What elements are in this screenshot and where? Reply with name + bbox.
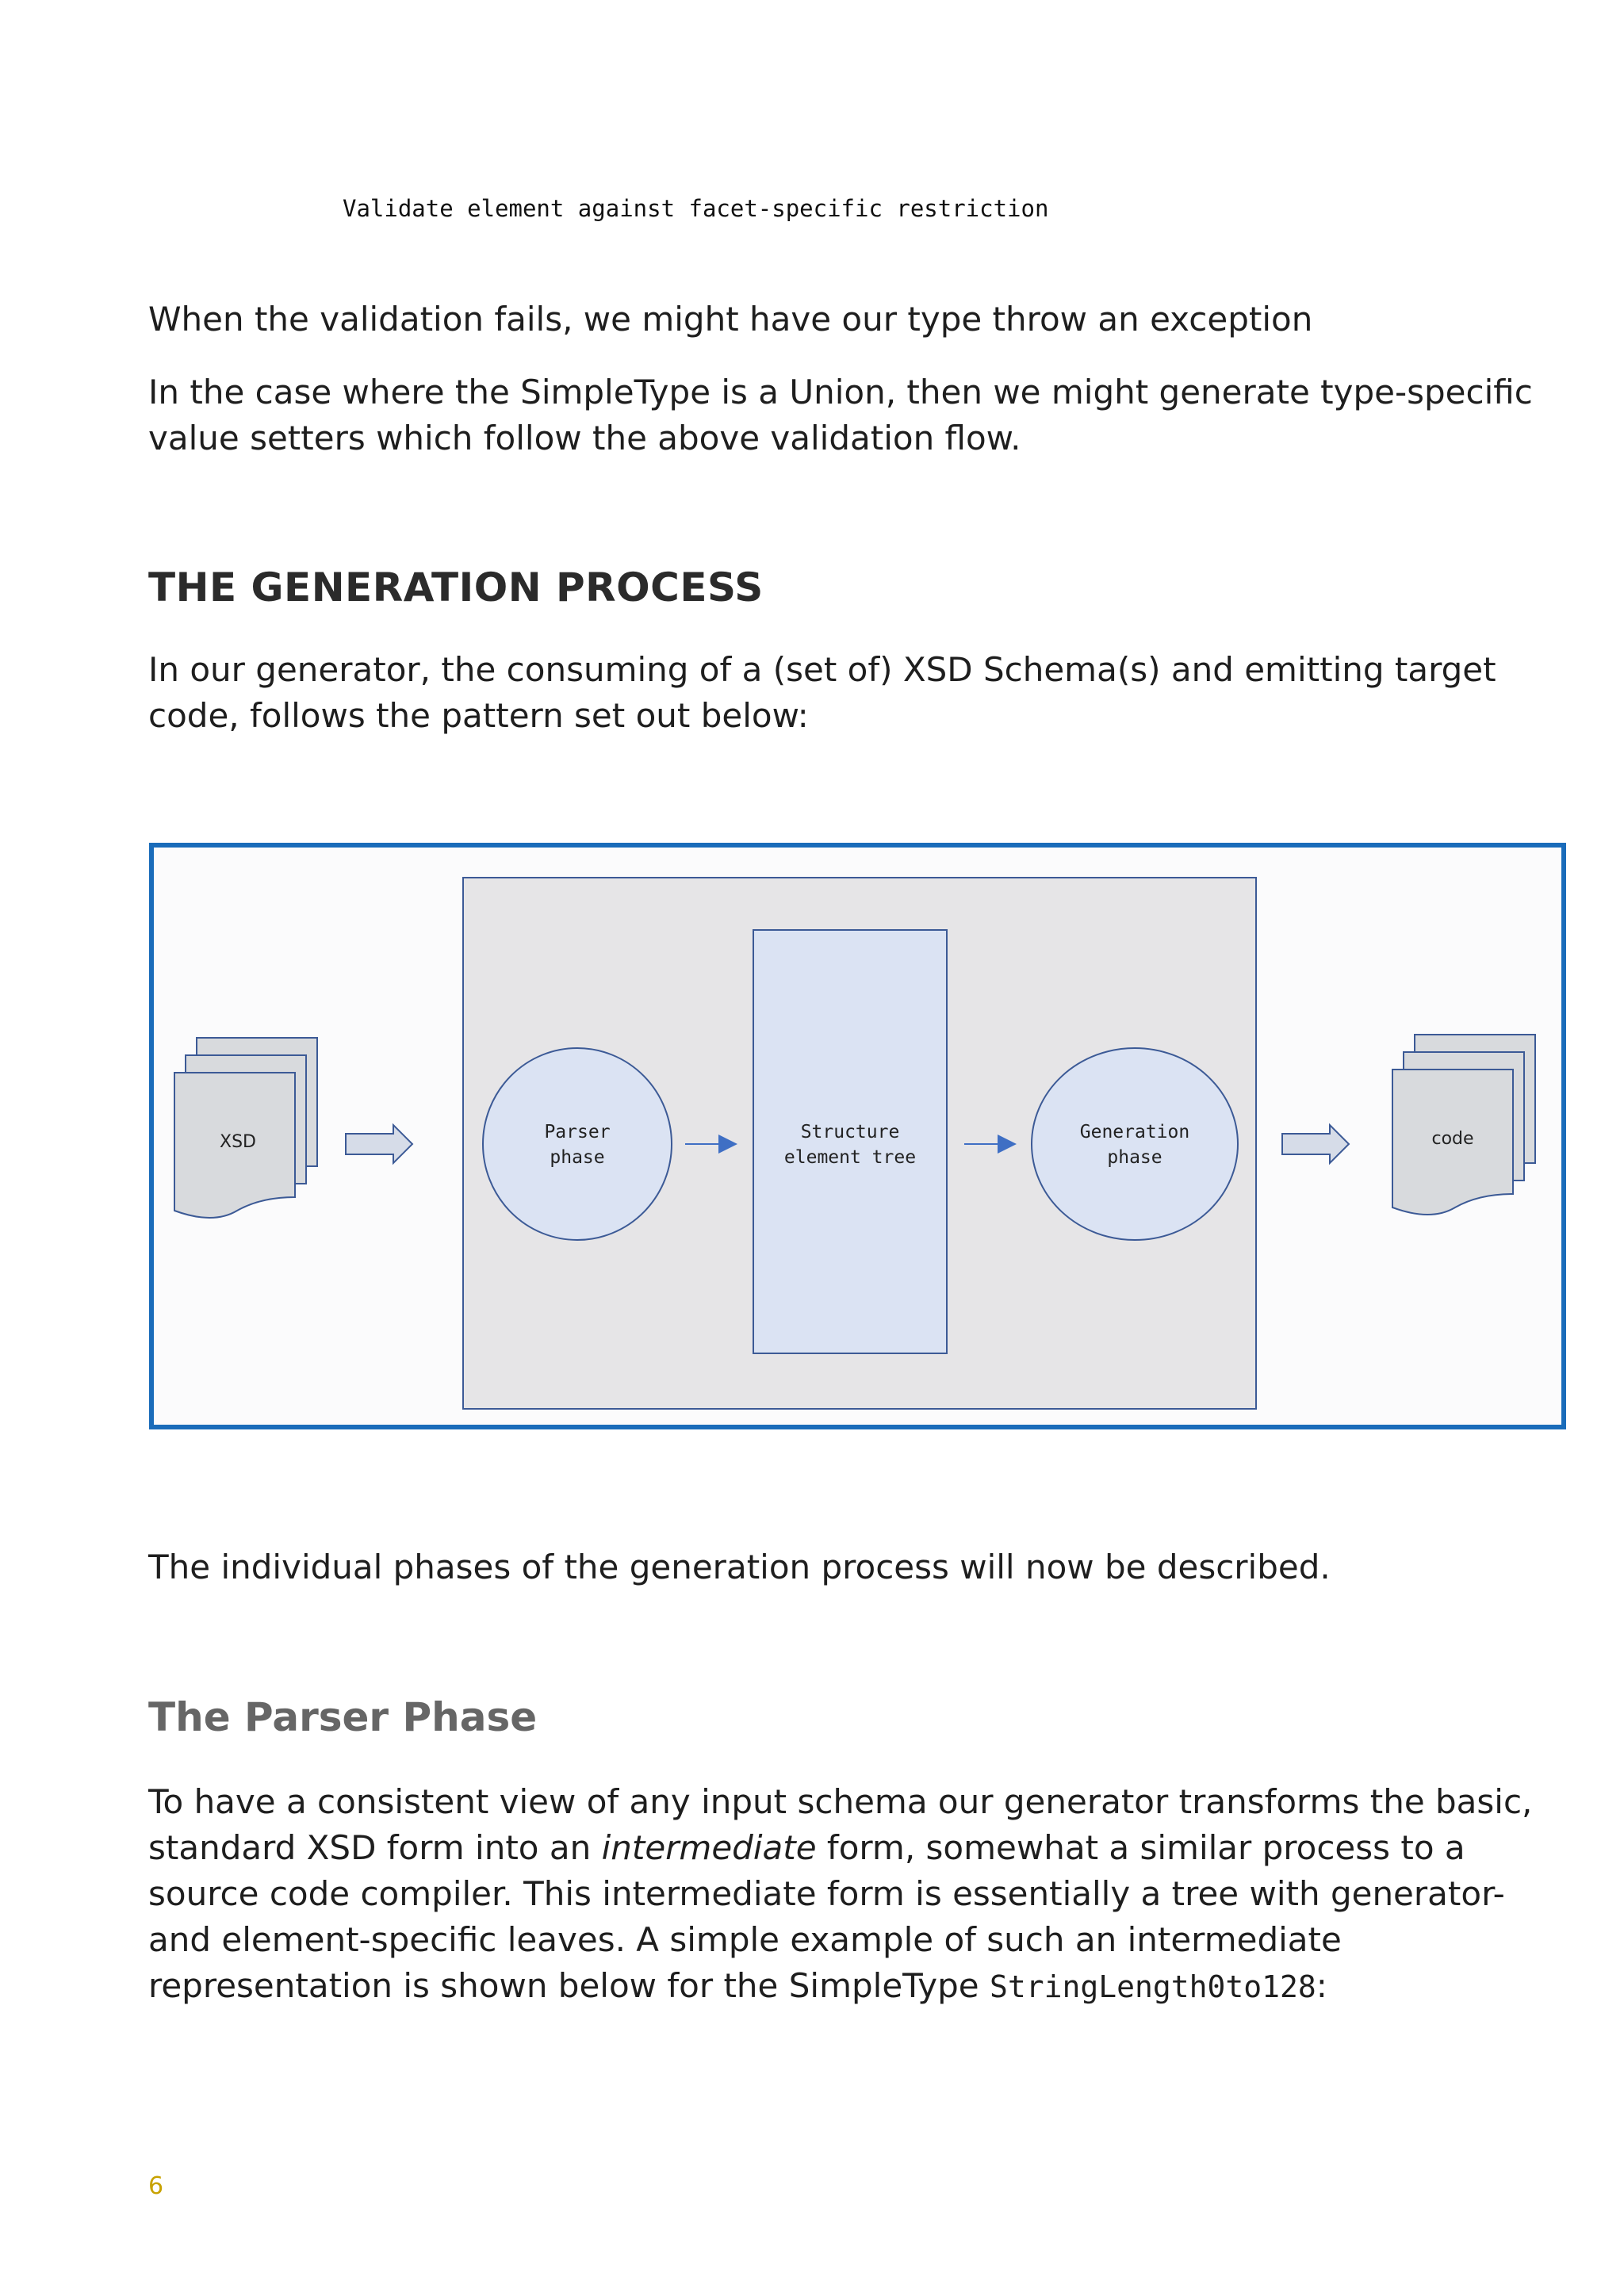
- paragraph-union: In the case where the SimpleType is a Un…: [148, 373, 1533, 457]
- parser-phase-node: [482, 1047, 672, 1241]
- structure-label-line2: element tree: [784, 1147, 916, 1168]
- parser-text-part2: form, somewhat a similar process to a so…: [148, 1828, 1505, 2005]
- heading-parser-phase: The Parser Phase: [148, 1694, 538, 1740]
- output-arrow-icon: [1281, 1123, 1350, 1165]
- generation-phase-label-line1: Generation: [1080, 1122, 1189, 1142]
- parser-text-part3: :: [1316, 1966, 1327, 2005]
- parser-text-part1: To have a consistent view of any input s…: [148, 1782, 1533, 1867]
- code-line: Validate element against facet-specific …: [343, 195, 1049, 222]
- code-label: code: [1431, 1129, 1473, 1149]
- intermediate-italic: intermediate: [601, 1828, 817, 1867]
- heading-generation-process: THE GENERATION PROCESS: [148, 564, 764, 610]
- generation-phase-node: [1031, 1047, 1239, 1241]
- parser-phase-label-line1: Parser: [544, 1122, 610, 1142]
- inline-code-stringlength: StringLength0to128: [989, 1969, 1316, 2004]
- structure-label-line1: Structure: [801, 1122, 900, 1142]
- parser-phase-label-line2: phase: [550, 1147, 604, 1168]
- paragraph-parser-phase: To have a consistent view of any input s…: [148, 1779, 1544, 2010]
- xsd-document-stack-icon: [174, 1037, 318, 1219]
- page-number: 6: [148, 2172, 164, 2200]
- structure-element-tree-node: [753, 929, 948, 1354]
- xsd-label: XSD: [220, 1132, 256, 1152]
- paragraph-generator-pattern: In our generator, the consuming of a (se…: [148, 650, 1496, 735]
- input-arrow-icon: [345, 1123, 414, 1165]
- paragraph-phases-described: The individual phases of the generation …: [148, 1548, 1331, 1586]
- paragraph-validation-fails: When the validation fails, we might have…: [148, 300, 1313, 339]
- code-document-stack-icon: [1392, 1034, 1536, 1215]
- generation-process-diagram: XSD Parser phase Structure element tree …: [149, 843, 1566, 1429]
- generation-phase-label-line2: phase: [1107, 1147, 1162, 1168]
